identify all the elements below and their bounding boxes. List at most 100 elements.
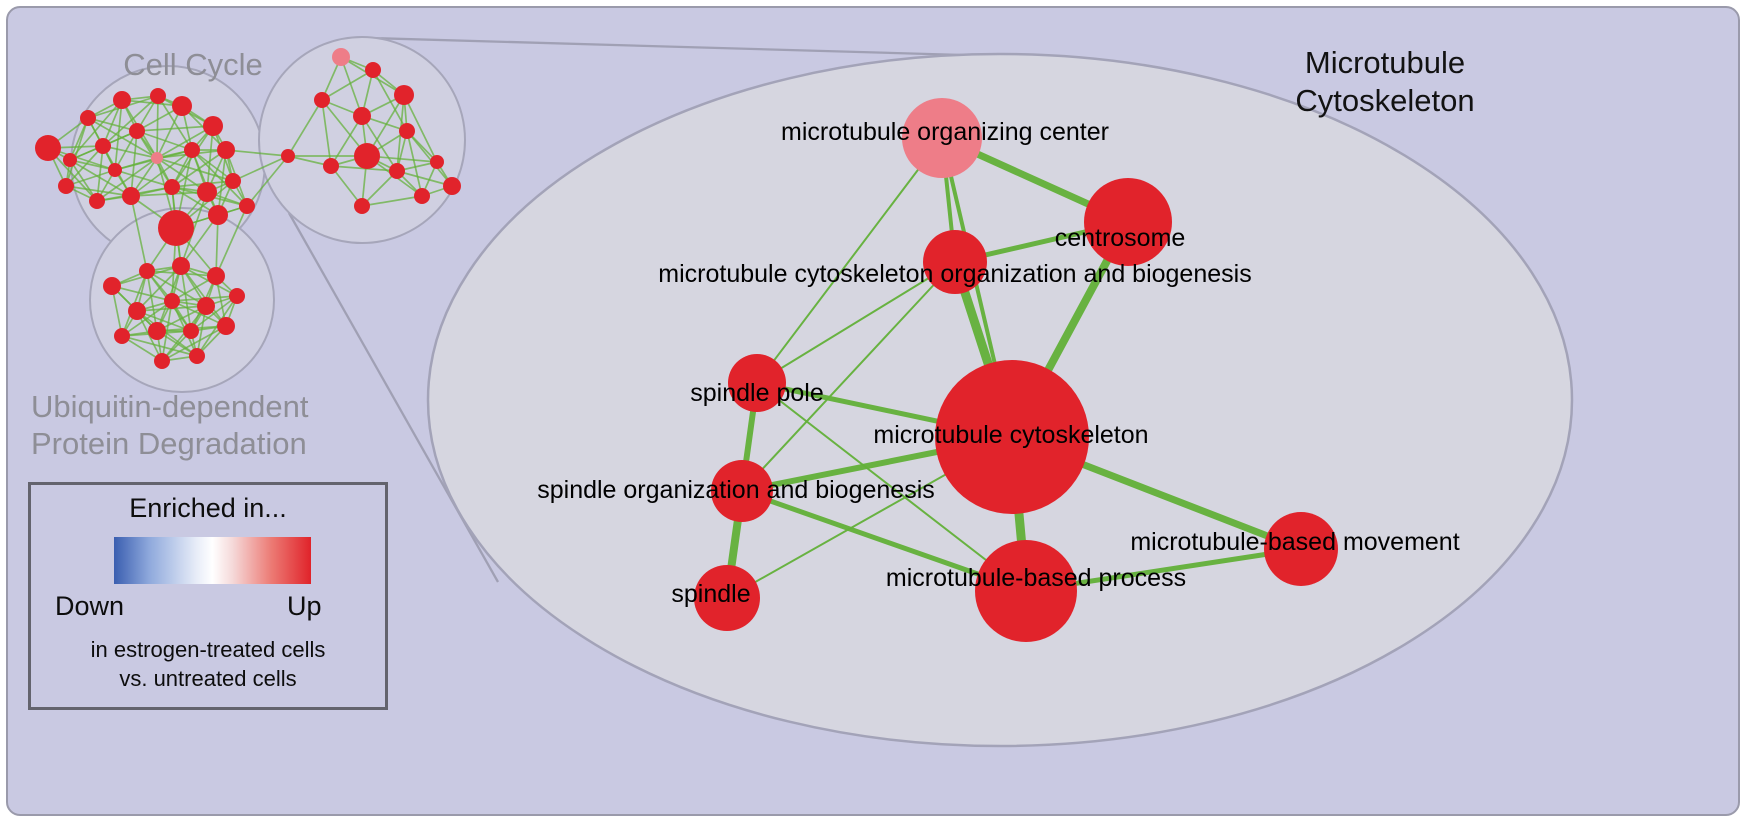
mini-edge — [130, 130, 138, 197]
legend-up-label: Up — [287, 591, 322, 621]
mini-node — [128, 302, 146, 320]
mini-edge — [403, 94, 438, 163]
edge-moc-spindle_pole — [756, 137, 943, 384]
mini-edge — [136, 310, 192, 332]
mini-edge — [191, 149, 234, 182]
mini-node — [443, 177, 461, 195]
mini-node — [139, 263, 155, 279]
zoom-connector-line — [369, 36, 999, 58]
node-label-spindle: spindle — [671, 580, 750, 608]
network-node-spindle_org — [711, 460, 773, 522]
mini-node — [332, 48, 350, 66]
mini-node — [208, 205, 228, 225]
legend-caption-line2: vs. untreated cells — [119, 666, 297, 691]
mini-edge — [65, 169, 116, 187]
edge-mco-spindle_org — [741, 261, 956, 492]
mini-edge — [180, 214, 219, 267]
mini-edge — [180, 265, 192, 332]
mini-edge — [321, 99, 332, 167]
network-node-moc — [902, 98, 982, 178]
mini-node — [323, 158, 339, 174]
mini-node — [399, 123, 415, 139]
mini-node — [58, 178, 74, 194]
mini-edge — [215, 205, 248, 277]
mini-node — [394, 85, 414, 105]
network-node-spindle — [694, 565, 760, 631]
mini-node — [414, 188, 430, 204]
mini-edge — [406, 130, 453, 187]
mini-edge — [136, 130, 193, 151]
network-node-spindle_pole — [728, 354, 786, 412]
network-node-mt_cyto — [935, 360, 1089, 514]
mini-edge — [206, 125, 214, 193]
mini-node — [129, 123, 145, 139]
mini-edge — [191, 149, 248, 207]
legend-down-label: Down — [55, 591, 125, 621]
mini-node — [158, 210, 194, 246]
mini-edge — [287, 99, 323, 157]
mini-edge — [340, 56, 363, 117]
mini-edge — [156, 157, 234, 182]
mini-node — [35, 135, 61, 161]
network-node-mco — [923, 230, 987, 294]
mini-node — [103, 277, 121, 295]
mini-node — [389, 163, 405, 179]
mini-node — [80, 110, 96, 126]
cell-cycle-cluster-label: Cell Cycle — [123, 47, 263, 82]
mini-edge — [136, 125, 214, 132]
microtubule-title-line1: Microtubule — [1304, 45, 1466, 80]
mini-edge — [361, 195, 423, 207]
mini-node — [114, 328, 130, 344]
mini-edge — [146, 270, 207, 307]
mini-node — [314, 92, 330, 108]
mini-edge — [161, 325, 227, 362]
legend-gradient-bar — [114, 537, 311, 584]
mini-edge — [190, 295, 238, 332]
mini-node — [172, 257, 190, 275]
mini-edge — [65, 145, 104, 187]
mini-edge — [246, 155, 289, 207]
mini-node — [229, 288, 245, 304]
mini-edge — [69, 159, 98, 202]
mini-edge — [96, 157, 158, 202]
mini-node — [281, 149, 295, 163]
mini-edge — [156, 125, 214, 159]
mini-edge — [136, 265, 182, 312]
mini-node — [354, 198, 370, 214]
mini-node — [164, 293, 180, 309]
mini-edge — [102, 95, 159, 147]
mini-node — [89, 193, 105, 209]
mini-node — [225, 173, 241, 189]
mini-edge — [321, 69, 374, 101]
mini-node — [184, 142, 200, 158]
mini-edge — [215, 214, 219, 277]
mini-node — [95, 138, 111, 154]
mini-edge — [114, 99, 123, 171]
microtubule-mini-cluster — [258, 36, 466, 244]
node-label-mt_movement: microtubule-based movement — [1130, 528, 1459, 556]
mini-edge — [130, 195, 148, 272]
mini-edge — [361, 115, 398, 172]
mini-node — [150, 88, 166, 104]
mini-node — [197, 297, 215, 315]
mini-node — [148, 322, 166, 340]
node-label-mt_process: microtubule-based process — [886, 564, 1186, 592]
legend-caption-line1: in estrogen-treated cells — [90, 637, 326, 662]
mini-node — [353, 107, 371, 125]
edge-spindle_pole-mt_process — [756, 382, 1027, 592]
mini-edge — [396, 170, 453, 187]
mini-edge — [180, 265, 227, 327]
mini-edge — [225, 149, 289, 157]
mini-edge — [330, 115, 363, 167]
mini-edge — [406, 130, 423, 197]
mini-node — [151, 152, 163, 164]
mini-edge — [69, 159, 116, 171]
mini-node — [217, 317, 235, 335]
mini-node — [189, 348, 205, 364]
mini-edge — [156, 157, 208, 193]
ubiquitin-cluster-label-line1: Ubiquitin-dependent — [31, 389, 309, 424]
node-label-moc: microtubule organizing center — [781, 118, 1109, 146]
network-node-mt_movement — [1264, 512, 1338, 586]
